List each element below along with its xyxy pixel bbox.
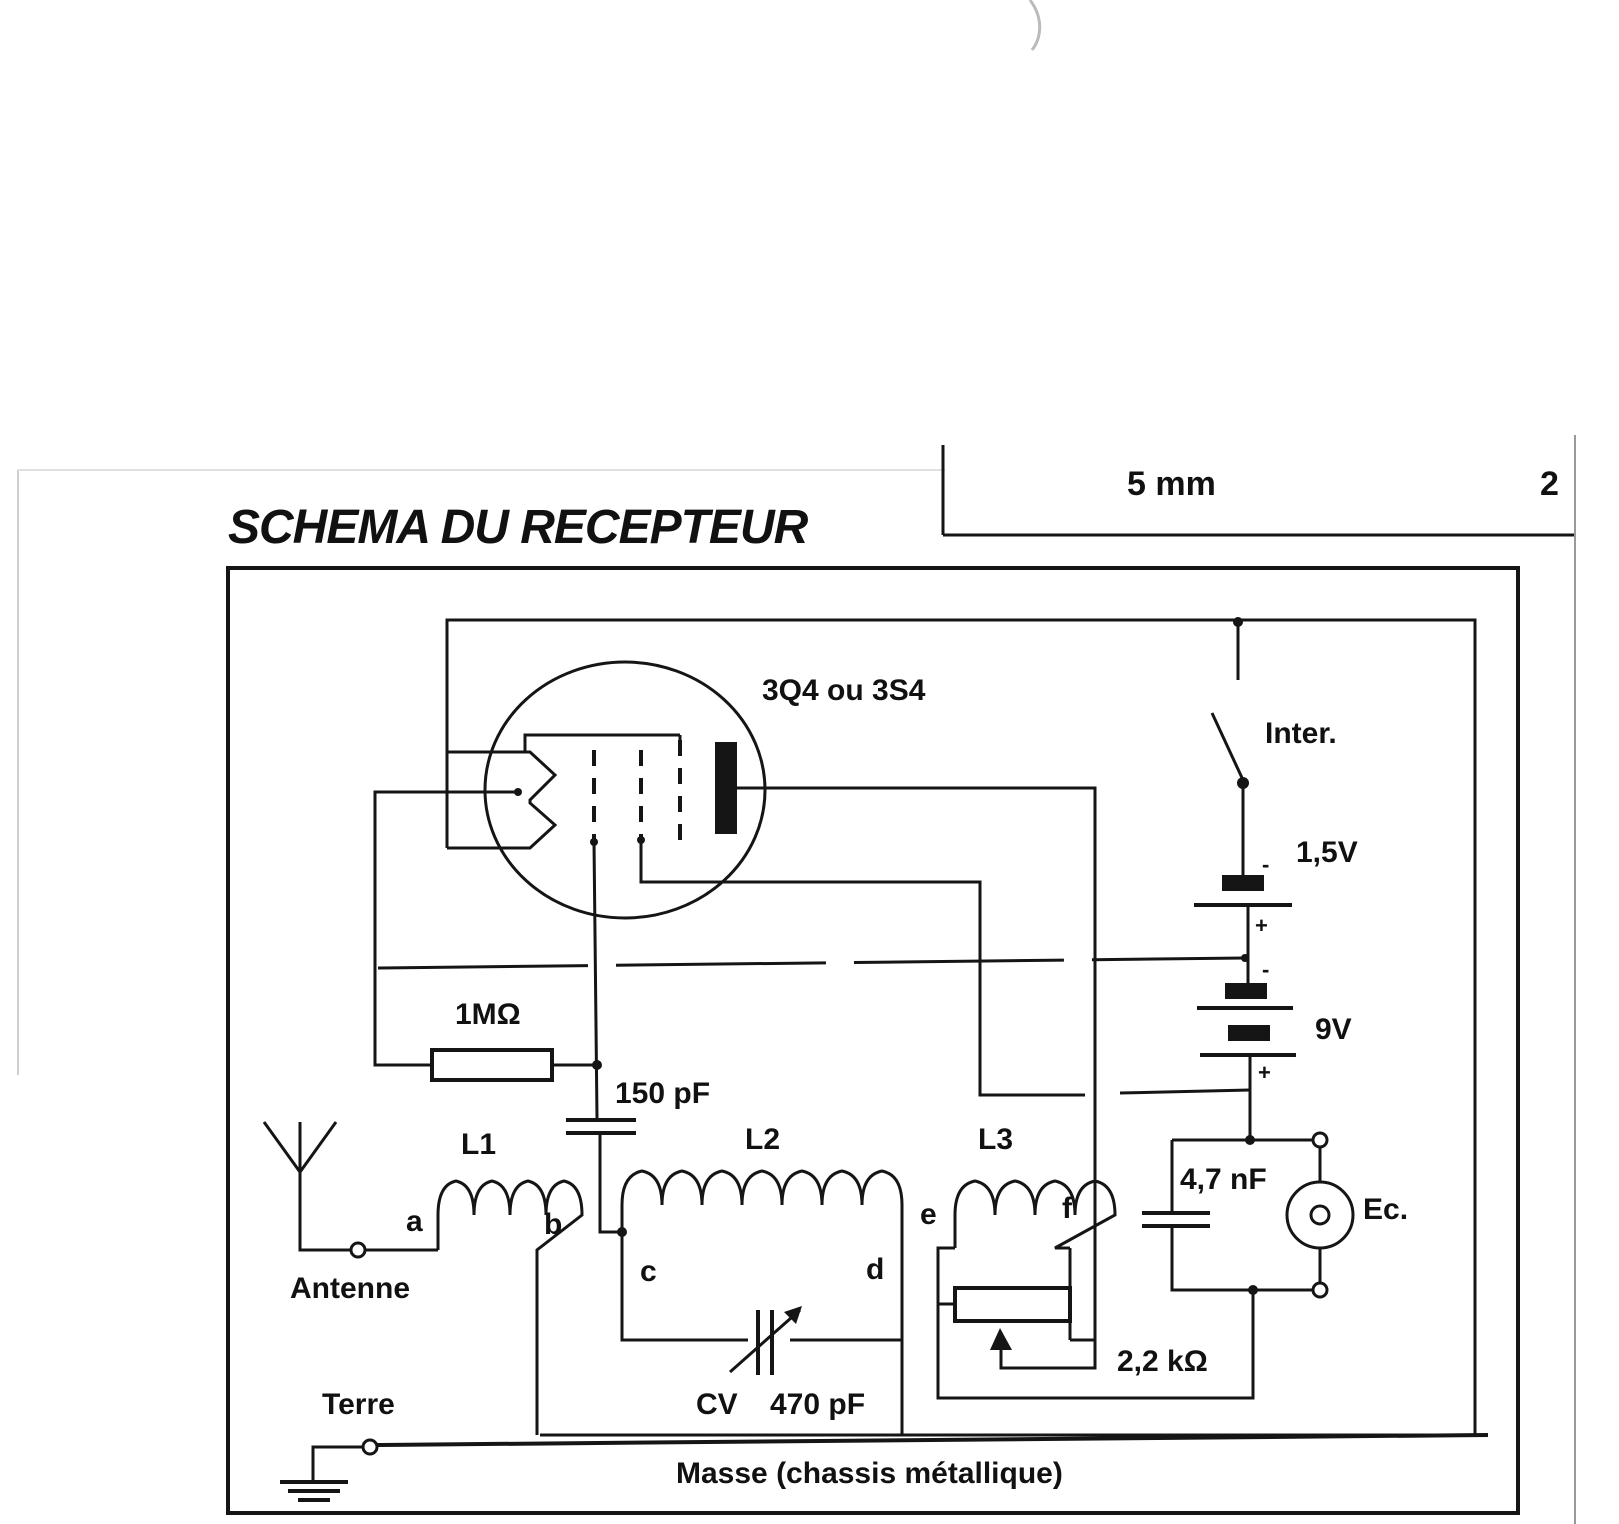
resistor-label: 1MΩ <box>455 998 521 1031</box>
capacitor-output-label: 4,7 nF <box>1180 1163 1267 1196</box>
coil-l3-terminal-f: f <box>1062 1192 1072 1225</box>
wire-wiper <box>999 1340 1097 1370</box>
wire-mid-dashed <box>377 956 1246 970</box>
coil-l2-terminal-d: d <box>866 1253 885 1286</box>
tube-filament <box>447 750 558 850</box>
battery-high-label: 9V <box>1315 1013 1352 1046</box>
coil-l1-label: L1 <box>461 1128 497 1161</box>
coil-l2 <box>620 1169 904 1240</box>
wire-filament-tap <box>523 733 680 752</box>
chassis-label: Masse (chassis métallique) <box>676 1457 1063 1490</box>
battery-low-neg <box>1222 875 1264 891</box>
ground-terminal <box>361 1438 379 1456</box>
switch-blade <box>1210 712 1245 781</box>
vacuum-tube-3q4 <box>445 660 767 920</box>
ground-lead <box>311 1445 363 1480</box>
potentiometer-body <box>953 1286 1072 1323</box>
battery-high-plus: + <box>1258 1060 1271 1085</box>
coil-l1-terminal-a: a <box>406 1205 423 1238</box>
capacitor-coupling-label: 150 pF <box>615 1077 711 1110</box>
battery-high-neg-2 <box>1228 1025 1270 1041</box>
earphone-terminal-top <box>1311 1131 1329 1149</box>
variable-capacitor-value: 470 pF <box>770 1388 866 1421</box>
wire-grid1-down <box>592 841 599 1119</box>
coil-l3-label: L3 <box>978 1123 1014 1156</box>
tube-label: 3Q4 ou 3S4 <box>762 674 926 707</box>
battery-low-label: 1,5V <box>1296 836 1358 869</box>
coil-l1 <box>436 1179 584 1435</box>
schematic-frame <box>226 566 1520 1515</box>
coil-l2-terminal-c: c <box>640 1255 657 1288</box>
wire-top-loop <box>445 618 1477 1437</box>
battery-low-plus: + <box>1255 913 1268 938</box>
header-dimension: 5 mm <box>1127 465 1216 503</box>
tube-plate <box>715 742 737 834</box>
earphone-terminal-bottom <box>1311 1281 1329 1299</box>
cv-arrow-shaft <box>729 1308 801 1374</box>
wire-l2-c-down <box>620 1232 748 1342</box>
variable-capacitor-name: CV <box>696 1388 738 1421</box>
antenna-terminal <box>349 1241 367 1259</box>
battery-high-minus: - <box>1262 957 1270 982</box>
wire-plate-to-l3 <box>737 786 1097 1342</box>
wire-chassis-ground <box>376 1433 1489 1447</box>
cv-arrow-head <box>784 1306 802 1324</box>
battery-low-minus: - <box>1262 852 1270 877</box>
wire-cap-to-l2 <box>598 1133 622 1234</box>
potentiometer-wiper <box>990 1328 1012 1350</box>
tube-envelope <box>483 660 767 920</box>
wire-grid2-route <box>639 840 1085 1097</box>
diagram-title: SCHEMA DU RECEPTEUR <box>228 501 808 554</box>
battery-high-neg-1 <box>1225 983 1267 999</box>
antenna-mast <box>298 1122 352 1252</box>
coil-l2-label: L2 <box>745 1123 781 1156</box>
wire-to-battery-plus <box>1119 1088 1251 1095</box>
switch-label: Inter. <box>1265 717 1337 750</box>
wire-l2-d-down <box>790 1240 904 1342</box>
ground-label: Terre <box>322 1388 395 1421</box>
header-count: 2 <box>1540 465 1559 503</box>
coil-l3 <box>953 1179 1117 1250</box>
earphone-label: Ec. <box>1363 1193 1409 1226</box>
wire-output-bottom <box>1170 1226 1320 1292</box>
earphone-center <box>1309 1204 1331 1226</box>
resistor-1m <box>430 1048 554 1082</box>
wire-pot-loop <box>936 1246 1255 1400</box>
potentiometer-label: 2,2 kΩ <box>1117 1345 1208 1378</box>
wire-left-return <box>373 790 518 1067</box>
coil-l3-terminal-e: e <box>920 1198 937 1231</box>
earphone-symbol <box>1285 1180 1355 1250</box>
scan-mark <box>1028 0 1042 51</box>
antenna-label: Antenne <box>290 1272 410 1305</box>
coil-l1-terminal-b: b <box>544 1208 563 1241</box>
